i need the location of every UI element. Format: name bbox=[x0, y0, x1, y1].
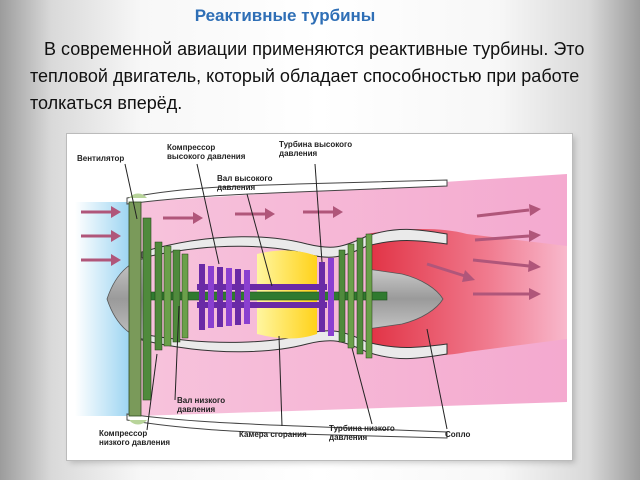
hp-compressor-stages bbox=[199, 264, 250, 330]
lp-turbine-stages bbox=[338, 233, 373, 359]
lp-compressor-stages bbox=[154, 241, 189, 351]
engine-cutaway-svg bbox=[75, 163, 567, 439]
label-nozzle: Сопло bbox=[445, 430, 471, 439]
label-hp-compressor: Компрессор высокого давления bbox=[167, 143, 246, 161]
slide-title: Реактивные турбины bbox=[194, 6, 376, 25]
jet-engine-diagram: Вентилятор Компрессор высокого давления … bbox=[66, 133, 573, 461]
leader-lines bbox=[124, 163, 448, 431]
label-hp-turbine: Турбина высокого давления bbox=[279, 140, 353, 158]
label-hp-shaft: Вал высокого давления bbox=[217, 174, 273, 192]
exhaust-plume bbox=[367, 229, 567, 356]
fan-blades bbox=[128, 193, 152, 425]
nacelle-bottom bbox=[126, 413, 448, 439]
slide-body-text: В современной авиации применяются реакти… bbox=[30, 39, 585, 113]
exhaust-cone bbox=[366, 268, 444, 330]
label-combustion-chamber: Камера сгорания bbox=[239, 430, 307, 439]
exhaust-arrows bbox=[426, 204, 541, 300]
label-lp-turbine: Турбина низкого давления bbox=[329, 424, 395, 442]
label-lp-shaft: Вал низкого давления bbox=[177, 396, 226, 414]
intake-arrows bbox=[81, 206, 121, 266]
hp-shaft-top bbox=[197, 284, 327, 290]
hp-shaft-bottom bbox=[197, 302, 327, 308]
label-lp-compressor: Компрессор низкого давления bbox=[99, 429, 171, 447]
hp-turbine-stages bbox=[319, 258, 334, 336]
nacelle-top bbox=[126, 179, 448, 205]
label-fan: Вентилятор bbox=[77, 154, 125, 163]
